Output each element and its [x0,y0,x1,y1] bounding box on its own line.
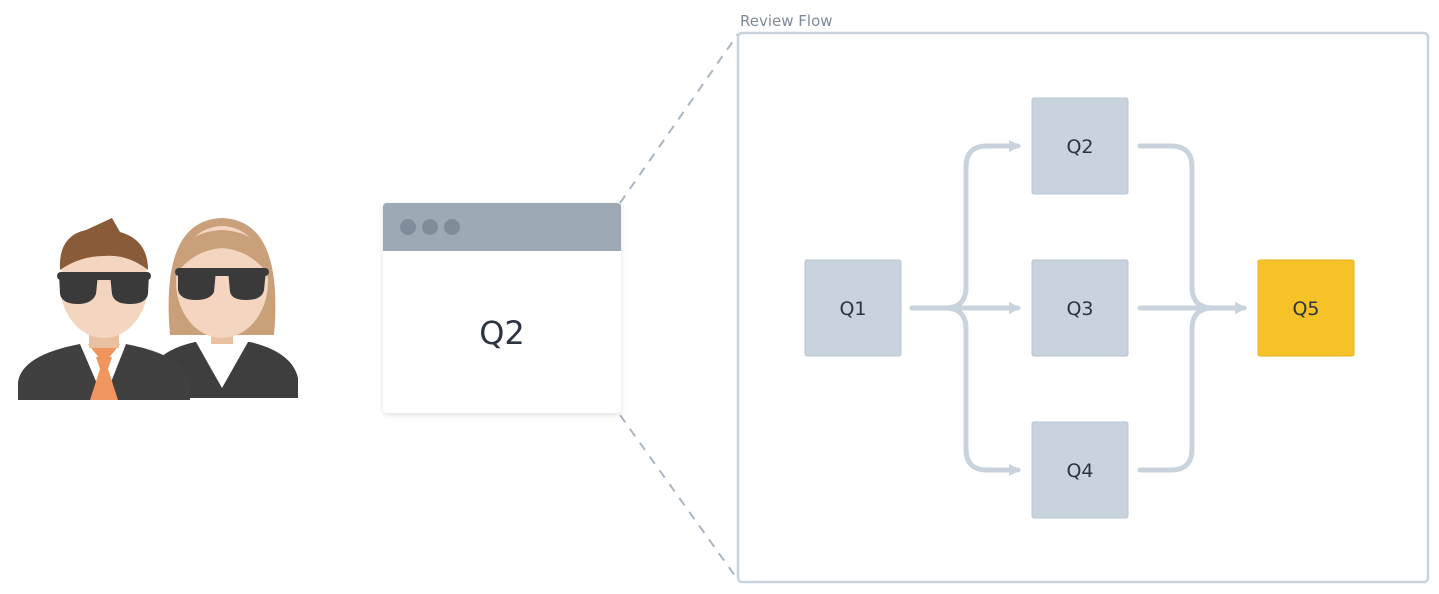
zoom-connector-top [619,33,739,204]
edge-q1-q4 [909,305,1021,476]
node-label: Q5 [1292,298,1319,320]
window-dot-icon [444,219,460,235]
edge-q4-q5 [1137,302,1247,473]
node-label: Q3 [1066,298,1093,320]
zoom-connector-bottom [619,414,739,581]
reviewers-with-sunglasses-icon [18,218,298,400]
question-window: Q2 [383,203,621,413]
flow-node-q5[interactable]: Q5 [1257,259,1355,357]
flow-node-q1[interactable]: Q1 [804,259,902,357]
edge-q1-q2 [909,140,1021,311]
flow-node-q4[interactable]: Q4 [1031,421,1129,519]
reviewer-man-icon [18,218,190,400]
window-titlebar [383,203,621,251]
node-label: Q2 [1066,136,1093,158]
window-body [383,203,621,413]
review-flow-frame [736,31,1430,584]
flow-edges [909,140,1247,476]
window-dot-icon [400,219,416,235]
window-question-label: Q2 [479,314,525,352]
flow-node-q2[interactable]: Q2 [1031,97,1129,195]
node-label: Q4 [1066,460,1093,482]
frame-title: Review Flow [740,12,833,30]
window-dot-icon [422,219,438,235]
flow-node-q3[interactable]: Q3 [1031,259,1129,357]
node-label: Q1 [839,298,866,320]
reviewer-woman-icon [150,218,298,398]
edge-q2-q5 [1137,143,1247,314]
